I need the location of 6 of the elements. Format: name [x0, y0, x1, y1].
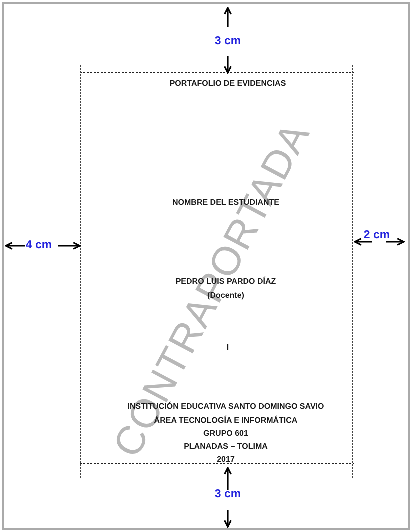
dimension-label: 3 cm	[214, 36, 242, 48]
year-text: 2017	[217, 456, 235, 464]
dimension-label: 3 cm	[214, 489, 242, 501]
dimension-label: 2 cm	[364, 230, 390, 242]
heading-text: PORTAFOLIO DE EVIDENCIAS	[170, 80, 286, 88]
dimension-label: 4 cm	[26, 240, 52, 252]
